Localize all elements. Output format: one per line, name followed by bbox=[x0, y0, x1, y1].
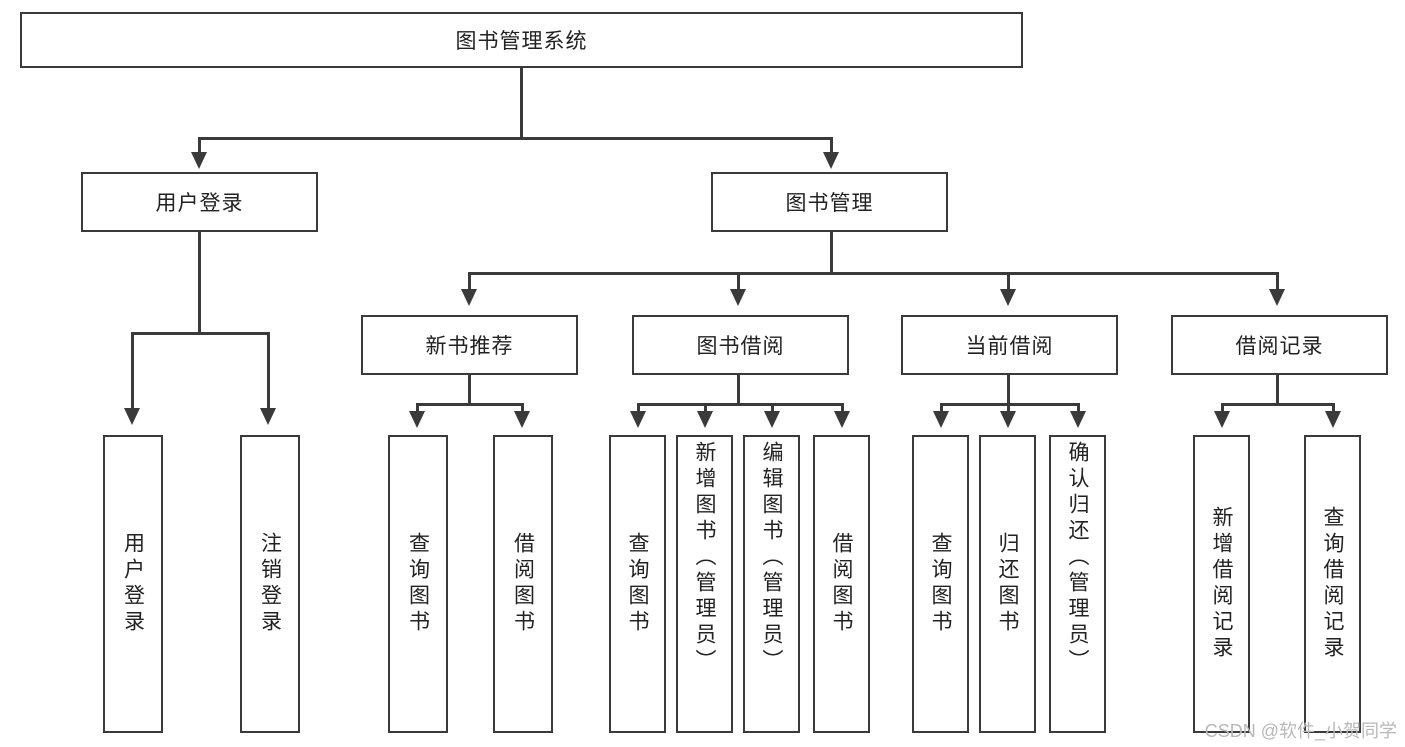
leaf-recommend-borrow-book[interactable]: 借阅图书 bbox=[493, 435, 553, 733]
connector-userlogin-stem bbox=[198, 232, 201, 334]
leaf-logout[interactable]: 注销登录 bbox=[240, 435, 300, 733]
connector-record-bus bbox=[1221, 403, 1335, 406]
connector-borrow-bus bbox=[637, 403, 844, 406]
node-user-login[interactable]: 用户登录 bbox=[81, 172, 318, 232]
connector-root-drop-left bbox=[198, 137, 201, 157]
connector-record-stem bbox=[1276, 375, 1279, 406]
leaf-record-query-borrow-record[interactable]: 查询借阅记录 bbox=[1304, 435, 1361, 733]
leaf-record-add-borrow-record[interactable]: 新增借阅记录 bbox=[1193, 435, 1250, 733]
connector-bookmanage-drop-2 bbox=[737, 272, 740, 292]
arrow-to-borrow-leaf-1 bbox=[630, 411, 646, 428]
connector-bookmanage-drop-4 bbox=[1276, 272, 1279, 292]
node-label: 查询借阅记录 bbox=[1321, 506, 1344, 662]
watermark-text: CSDN @软件_小贺同学 bbox=[1204, 721, 1397, 741]
leaf-current-query-book[interactable]: 查询图书 bbox=[912, 435, 969, 733]
node-new-book-recommend[interactable]: 新书推荐 bbox=[361, 315, 578, 375]
connector-userlogin-bus bbox=[131, 332, 270, 335]
arrow-to-record-leaf-2 bbox=[1325, 411, 1341, 428]
node-label: 查询图书 bbox=[406, 532, 430, 636]
leaf-recommend-query-book[interactable]: 查询图书 bbox=[388, 435, 448, 733]
node-label: 查询图书 bbox=[929, 532, 952, 636]
node-label: 新书推荐 bbox=[425, 335, 514, 358]
connector-bookmanage-stem bbox=[830, 232, 833, 274]
arrow-to-recommend-leaf-1 bbox=[409, 411, 425, 428]
connector-borrow-stem bbox=[737, 375, 740, 406]
connector-borrow-drop-3 bbox=[771, 403, 774, 413]
node-label: 借阅图书 bbox=[511, 532, 535, 636]
arrow-to-user-login bbox=[191, 152, 207, 169]
node-label: 注销登录 bbox=[258, 532, 282, 636]
connector-recommend-drop-1 bbox=[416, 403, 419, 413]
node-label: 归还图书 bbox=[996, 532, 1019, 636]
node-label: 新增借阅记录 bbox=[1210, 506, 1233, 662]
arrow-to-record-leaf-1 bbox=[1214, 411, 1230, 428]
leaf-current-confirm-return-admin[interactable]: 确认归还（管理员） bbox=[1049, 435, 1106, 733]
node-borrow-record[interactable]: 借阅记录 bbox=[1171, 315, 1388, 375]
node-label: 用户登录 bbox=[155, 192, 244, 215]
arrow-to-leaf-logout bbox=[260, 408, 276, 425]
connector-current-drop-1 bbox=[940, 403, 943, 413]
node-label: 图书管理 bbox=[785, 192, 874, 215]
connector-root-bus bbox=[198, 137, 833, 140]
connector-root-drop-right bbox=[830, 137, 833, 157]
arrow-to-borrow-leaf-4 bbox=[834, 411, 850, 428]
node-label: 新增图书（管理员） bbox=[693, 441, 716, 675]
leaf-borrow-borrow-book[interactable]: 借阅图书 bbox=[813, 435, 870, 733]
connector-root-stem bbox=[520, 68, 523, 139]
node-label: 借阅图书 bbox=[830, 532, 853, 636]
connector-record-drop-1 bbox=[1221, 403, 1224, 413]
node-label: 借阅记录 bbox=[1235, 335, 1324, 358]
node-label: 用户登录 bbox=[121, 532, 145, 636]
connector-bookmanage-bus bbox=[468, 272, 1279, 275]
node-label: 查询图书 bbox=[626, 532, 649, 636]
connector-recommend-stem bbox=[468, 375, 471, 406]
arrow-to-recommend-leaf-2 bbox=[514, 411, 530, 428]
connector-userlogin-drop-1 bbox=[131, 332, 134, 412]
connector-current-stem bbox=[1007, 375, 1010, 406]
connector-record-drop-2 bbox=[1332, 403, 1335, 413]
arrow-to-current-leaf-1 bbox=[933, 411, 949, 428]
node-label: 确认归还（管理员） bbox=[1066, 441, 1089, 675]
connector-bookmanage-drop-1 bbox=[468, 272, 471, 292]
arrow-to-current-leaf-3 bbox=[1070, 411, 1086, 428]
connector-borrow-drop-1 bbox=[637, 403, 640, 413]
node-book-borrow[interactable]: 图书借阅 bbox=[632, 315, 849, 375]
connector-borrow-drop-4 bbox=[841, 403, 844, 413]
connector-recommend-drop-2 bbox=[521, 403, 524, 413]
leaf-borrow-query-book[interactable]: 查询图书 bbox=[609, 435, 666, 733]
node-label: 编辑图书（管理员） bbox=[760, 441, 783, 675]
arrow-to-borrow-leaf-3 bbox=[764, 411, 780, 428]
arrow-to-leaf-user-login bbox=[124, 408, 140, 425]
arrow-to-borrow-leaf-2 bbox=[697, 411, 713, 428]
node-label: 图书借阅 bbox=[696, 335, 785, 358]
arrow-to-book-manage bbox=[823, 152, 839, 169]
connector-current-drop-3 bbox=[1077, 403, 1080, 413]
arrow-to-new-book-recommend bbox=[461, 289, 477, 306]
connector-current-bus bbox=[940, 403, 1080, 406]
leaf-current-return-book[interactable]: 归还图书 bbox=[979, 435, 1036, 733]
leaf-borrow-add-book-admin[interactable]: 新增图书（管理员） bbox=[676, 435, 733, 733]
arrow-to-current-borrow bbox=[1000, 289, 1016, 306]
node-current-borrow[interactable]: 当前借阅 bbox=[901, 315, 1118, 375]
node-label: 当前借阅 bbox=[965, 335, 1054, 358]
leaf-user-login[interactable]: 用户登录 bbox=[103, 435, 163, 733]
arrow-to-current-leaf-2 bbox=[1000, 411, 1016, 428]
node-book-management[interactable]: 图书管理 bbox=[711, 172, 948, 232]
connector-borrow-drop-2 bbox=[704, 403, 707, 413]
arrow-to-book-borrow bbox=[730, 289, 746, 306]
node-root-book-management-system[interactable]: 图书管理系统 bbox=[20, 12, 1023, 68]
node-label: 图书管理系统 bbox=[455, 30, 588, 53]
leaf-borrow-edit-book-admin[interactable]: 编辑图书（管理员） bbox=[743, 435, 800, 733]
connector-recommend-bus bbox=[416, 403, 524, 406]
connector-userlogin-drop-2 bbox=[267, 332, 270, 412]
connector-bookmanage-drop-3 bbox=[1007, 272, 1010, 292]
arrow-to-borrow-record bbox=[1269, 289, 1285, 306]
connector-current-drop-2 bbox=[1007, 403, 1010, 413]
